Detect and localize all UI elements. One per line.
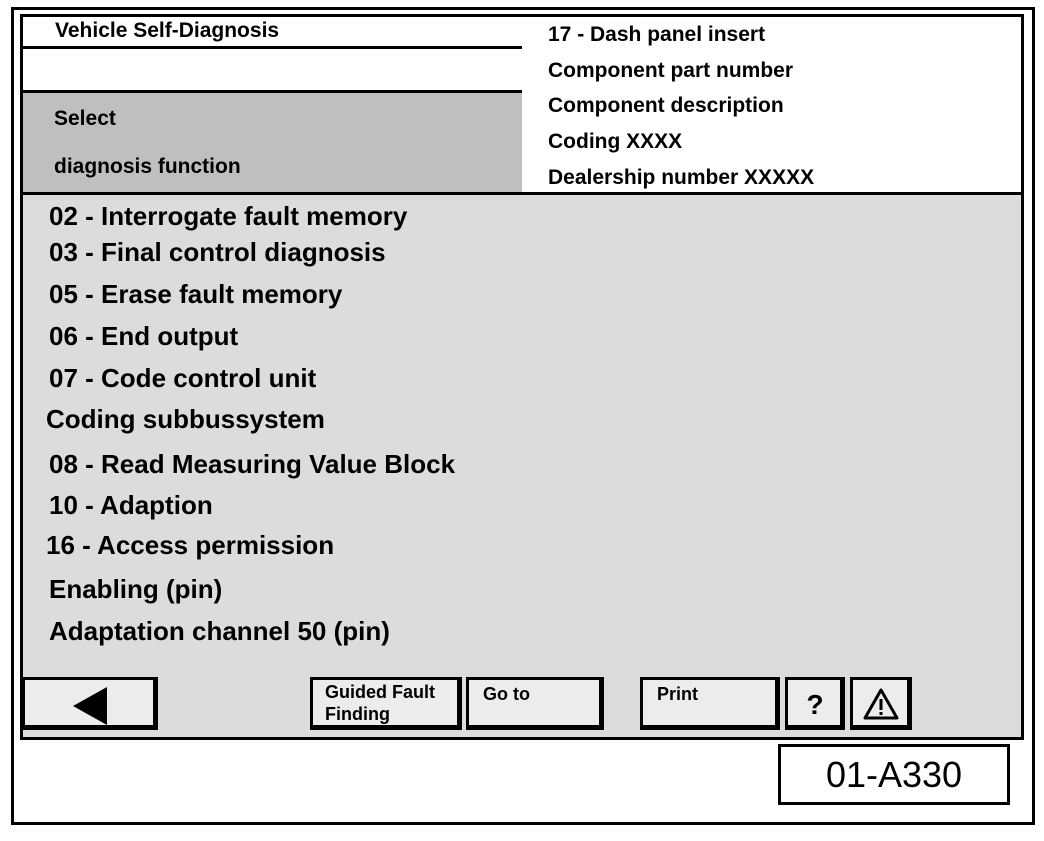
status-field [20,46,525,93]
info-line-description: Component description [548,94,784,117]
function-menu [20,192,1024,740]
print-label: Print [657,684,699,704]
info-line-dealership: Dealership number XXXXX [548,166,815,189]
menu-item-access-permission[interactable]: 16 - Access permission [46,530,335,560]
help-icon: ? [806,689,824,720]
menu-item-read-measuring-value-block[interactable]: 08 - Read Measuring Value Block [49,449,456,479]
control-unit-info: 17 - Dash panel insert Component part nu… [522,14,1024,195]
go-to-label: Go to [483,684,530,704]
instruction-panel: Select diagnosis function [20,90,525,195]
go-to-button[interactable]: Go to [466,677,604,730]
guided-fault-label-1: Guided Fault [325,682,435,702]
guided-fault-finding-button[interactable]: Guided Fault Finding [310,677,462,730]
menu-item-coding-subbussystem[interactable]: Coding subbussystem [46,404,325,434]
menu-item-erase-fault-memory[interactable]: 05 - Erase fault memory [49,279,343,309]
menu-item-adaptation-channel-50[interactable]: Adaptation channel 50 (pin) [49,616,390,646]
menu-item-interrogate-fault-memory[interactable]: 02 - Interrogate fault memory [49,201,408,231]
menu-item-end-output[interactable]: 06 - End output [49,321,239,351]
menu-item-final-control-diagnosis[interactable]: 03 - Final control diagnosis [49,237,386,267]
window-title: Vehicle Self-Diagnosis [20,14,525,49]
back-arrow-icon [73,687,107,725]
instruction-line-2: diagnosis function [54,155,241,178]
guided-fault-label-2: Finding [325,704,390,724]
menu-item-adaption[interactable]: 10 - Adaption [49,490,213,520]
info-line-address: 17 - Dash panel insert [548,23,766,46]
warning-icon [863,688,899,720]
figure-code-label: 01-A330 [778,744,1010,805]
info-line-part-number: Component part number [548,59,793,82]
print-button[interactable]: Print [640,677,780,730]
screen-frame [11,7,1035,825]
help-button[interactable]: ? [785,677,845,730]
info-line-coding: Coding XXXX [548,130,683,153]
menu-item-enabling-pin[interactable]: Enabling (pin) [49,574,223,604]
back-button[interactable] [22,677,158,730]
warning-button[interactable] [850,677,912,730]
instruction-line-1: Select [54,107,116,130]
menu-item-code-control-unit[interactable]: 07 - Code control unit [49,363,317,393]
